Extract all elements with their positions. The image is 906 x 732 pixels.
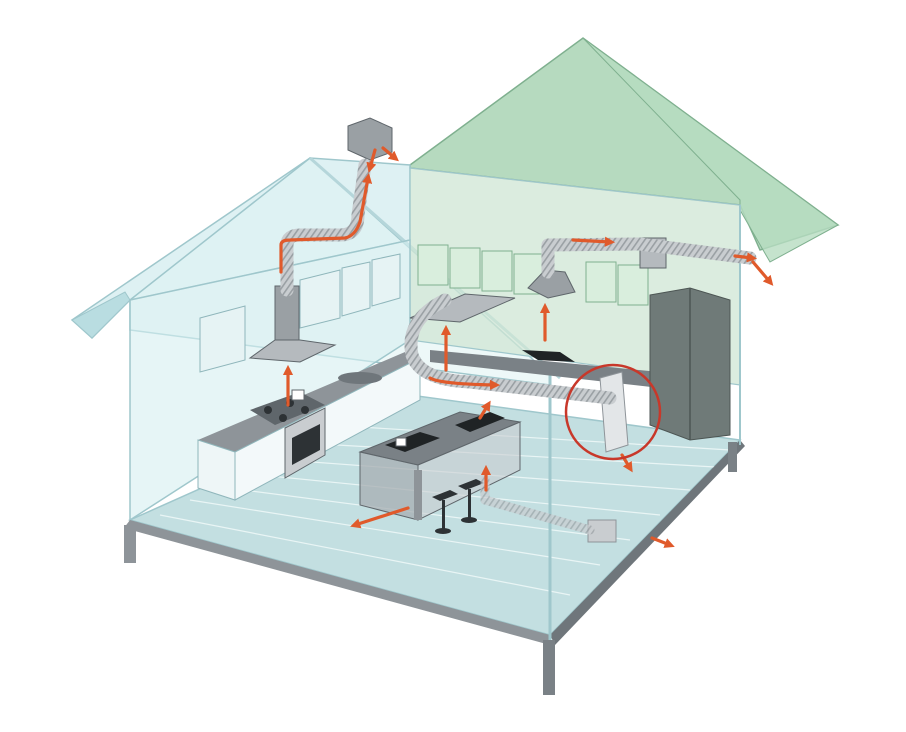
- burner-icon: [301, 406, 309, 414]
- ducts: [280, 158, 757, 535]
- island-cooktop-1: [385, 432, 440, 452]
- back-upper-cabinets: [417, 244, 649, 306]
- back-cooktop: [522, 350, 575, 362]
- arrow-icon: [381, 146, 399, 162]
- sink: [338, 372, 382, 384]
- oven-window: [292, 424, 320, 465]
- arrow-icon: [478, 400, 491, 420]
- roof-cap-blower: [347, 117, 393, 161]
- range-top: [250, 392, 325, 425]
- burner-icon: [279, 414, 287, 422]
- chimney-hood-canopy: [248, 339, 337, 363]
- arrow-icon: [366, 148, 377, 173]
- post-back-right: [728, 442, 737, 472]
- pot-on-stove: [291, 389, 305, 401]
- arrow-icon: [428, 376, 501, 391]
- duct-ceiling-run: [404, 293, 617, 405]
- left-base-run: [234, 357, 421, 501]
- arrow-icon: [350, 506, 410, 529]
- post-front-right: [543, 640, 555, 695]
- arrow-icon: [733, 252, 758, 263]
- arrow-icon: [279, 172, 373, 274]
- duct-back-run: [541, 237, 757, 279]
- arrow-icon: [571, 236, 616, 247]
- floor-slab-front: [124, 520, 550, 645]
- island-cooktop-2: [455, 412, 505, 432]
- roof-left-eave: [71, 291, 131, 339]
- arrow-icon: [751, 260, 774, 286]
- island-pot: [395, 437, 407, 447]
- burner-icon: [264, 406, 272, 414]
- left-upper-cabinets: [199, 253, 401, 373]
- arrow-icon: [650, 536, 675, 548]
- floor-slab-right: [550, 440, 745, 645]
- roof-back-right: [582, 37, 839, 263]
- circle-highlight-icon: [564, 363, 662, 461]
- post-front-left: [124, 525, 136, 563]
- bar-stools: [432, 479, 484, 534]
- airflow-arrows: [279, 146, 774, 548]
